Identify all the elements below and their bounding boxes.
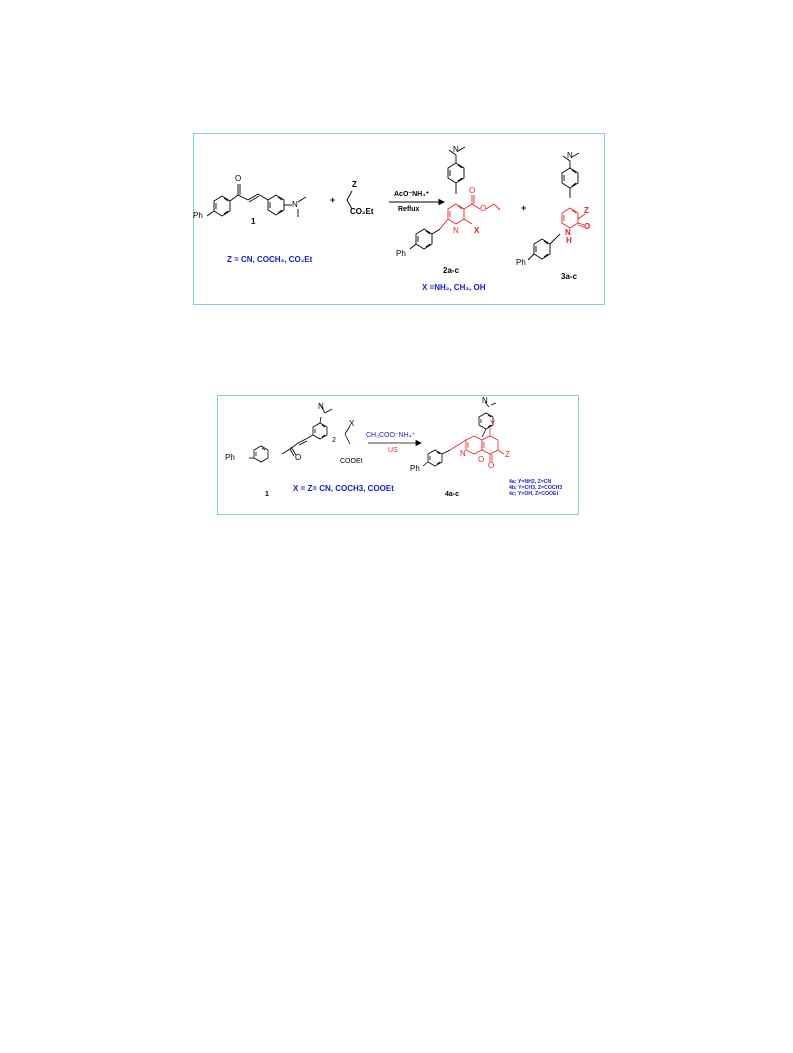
s1-product-3-label: 3a-c [561, 272, 578, 281]
s1-p3-z: Z [584, 206, 589, 215]
scheme-1-frame: Ph O N 1 + Z CO₂Et AcO⁻NH₄⁺ Reflux Z = C… [193, 133, 605, 305]
chalcone-ring-right [267, 194, 285, 216]
s1-p3-ph: Ph [516, 258, 526, 267]
s2-reagent-ester: COOEt [340, 458, 363, 465]
s2-coefficient: 2 [332, 437, 336, 444]
s1-n-label: N [292, 200, 298, 209]
s1-reagent-ester: CO₂Et [350, 207, 374, 216]
s1-plus-1: + [330, 195, 336, 205]
s2-p4-z: Z [505, 450, 510, 459]
s1-p2-ester-o-top: O [469, 186, 476, 195]
s1-arrow-reagent: AcO⁻NH₄⁺ [394, 191, 430, 198]
scheme-1-structures [206, 146, 586, 261]
s1-z-definition: Z = CN, COCH₃, CO₂Et [227, 255, 313, 264]
pyridone-ring-red [561, 207, 579, 229]
scheme-2-frame: N Ph O 1 2 X COOEt CH₃COO⁻NH₄⁺ US X = Z=… [217, 395, 579, 515]
s2-ph: Ph [225, 453, 235, 462]
s1-p2-n-top: N [453, 145, 459, 154]
s2-arrow-condition: US [388, 447, 398, 454]
scheme-2-structures [249, 401, 505, 467]
s1-p2-ph: Ph [396, 249, 406, 258]
s2-reagent-x: X [349, 419, 355, 428]
s2-n-top: N [318, 402, 324, 411]
s1-plus-2: + [521, 203, 527, 213]
s1-p3-n-top: N [567, 151, 573, 160]
s1-p3-nh: N [565, 228, 571, 237]
s2-legend-4a: 4a; Y=NH2, Z=CN [509, 479, 552, 485]
s1-p2-ring-n: N [453, 226, 459, 235]
s2-p4-ring-o: O [478, 455, 485, 464]
s2-chalcone-label: 1 [265, 491, 269, 498]
s2-product-4-label: 4a-c [445, 491, 460, 498]
s1-product-2-label: 2a-c [443, 266, 460, 275]
s2-legend: 4a; Y=NH2, Z=CN 4b; Y=CH3, Z=COCH3 4c; Y… [509, 479, 563, 498]
s2-p4-ring-n: N [460, 449, 466, 458]
s1-arrow-condition: Reflux [398, 206, 420, 213]
s2-p4-ph: Ph [410, 464, 420, 473]
s2-carbonyl-o: O [295, 453, 302, 462]
s2-legend-4b: 4b; Y=CH3, Z=COCH3 [509, 485, 563, 492]
s2-arrow-reagent: CH₃COO⁻NH₄⁺ [366, 432, 416, 439]
s1-ph-label: Ph [193, 211, 203, 220]
s1-p2-x: X [474, 226, 480, 235]
s2-p4-y: Y [490, 419, 496, 428]
s2-xz-definition: X = Z= CN, COCH3, COOEt [293, 484, 394, 493]
s1-p3-h: H [566, 236, 572, 245]
s1-x-definition: X =NH₂, CH₃, OH [422, 283, 486, 292]
s1-chalcone-label: 1 [251, 217, 256, 226]
s2-p4-n-top: N [482, 396, 488, 405]
s2-legend-4c: 4c; Y=OH, Z=COOEt [509, 491, 559, 498]
s1-p3-o: O [584, 222, 591, 231]
s2-p4-carbonyl-o: O [488, 461, 495, 470]
s1-carbonyl-o-label: O [235, 174, 242, 183]
s1-reagent-z: Z [352, 180, 357, 189]
s1-p2-ester-o: O [480, 204, 487, 213]
